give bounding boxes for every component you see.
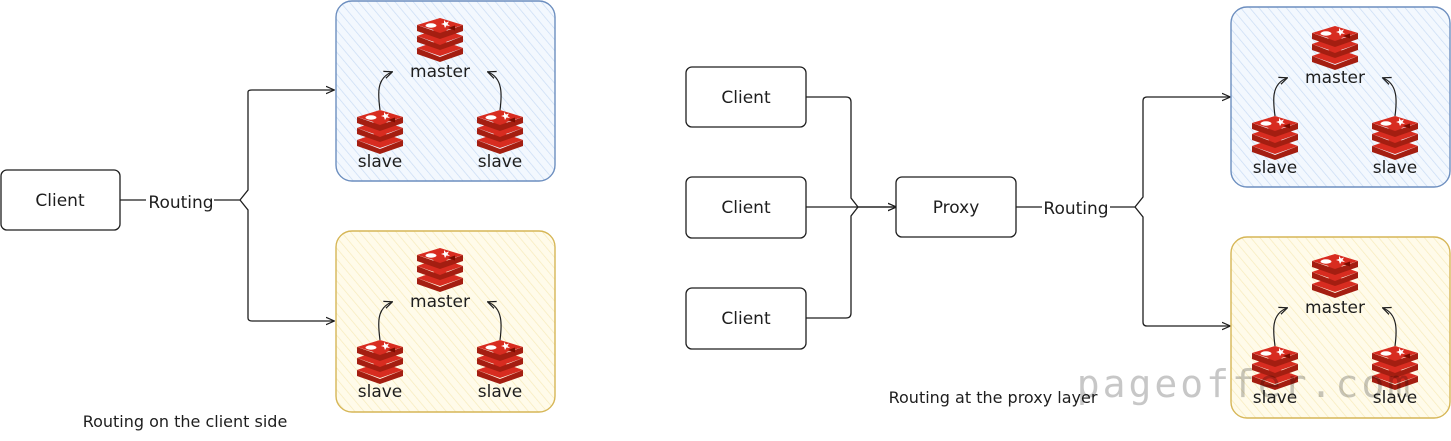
master-label: master bbox=[1305, 68, 1365, 88]
slave-redis-icon bbox=[1372, 116, 1418, 160]
master-label: master bbox=[410, 292, 470, 312]
client-box-3: Client bbox=[685, 287, 807, 350]
client-box: Client bbox=[0, 169, 121, 231]
slave-label: slave bbox=[1373, 158, 1418, 178]
slave-label: slave bbox=[1373, 388, 1418, 408]
redis-cluster-1: master slave slave bbox=[335, 0, 556, 182]
watermark: pageoffer.com bbox=[1077, 362, 1413, 406]
client-box-2: Client bbox=[685, 176, 807, 239]
client-3-to-proxy-line bbox=[806, 206, 859, 319]
client-label: Client bbox=[721, 309, 771, 329]
client-label: Client bbox=[35, 191, 85, 211]
replication-arrow bbox=[1273, 78, 1287, 117]
replication-arrow bbox=[1383, 308, 1397, 347]
route-to-cluster-2-arrow bbox=[1134, 206, 1230, 326]
routing-label: Routing bbox=[148, 193, 213, 213]
slave-label: slave bbox=[1253, 158, 1298, 178]
master-redis-icon bbox=[1312, 26, 1358, 70]
redis-cluster-2: master slave slave bbox=[335, 230, 556, 413]
right-diagram: Client Client Client Proxy Routing maste… bbox=[685, 6, 1451, 419]
master-redis-icon bbox=[1312, 254, 1358, 298]
proxy-label: Proxy bbox=[933, 198, 980, 218]
slave-label: slave bbox=[478, 152, 523, 172]
replication-arrow bbox=[488, 72, 502, 111]
slave-label: slave bbox=[478, 382, 523, 402]
slave-redis-icon bbox=[477, 110, 523, 154]
slave-label: slave bbox=[358, 382, 403, 402]
slave-redis-icon bbox=[1252, 116, 1298, 160]
routing-label: Routing bbox=[1043, 199, 1108, 219]
master-redis-icon bbox=[417, 248, 463, 292]
route-to-cluster-1-arrow bbox=[214, 90, 334, 201]
slave-redis-icon bbox=[477, 340, 523, 384]
slave-redis-icon bbox=[357, 110, 403, 154]
route-to-cluster-1-arrow bbox=[1110, 97, 1230, 208]
slave-label: slave bbox=[1253, 388, 1298, 408]
redis-cluster-2: master slave slave bbox=[1230, 236, 1451, 419]
master-redis-icon bbox=[417, 18, 463, 62]
client-label: Client bbox=[721, 88, 771, 108]
replication-arrow bbox=[378, 302, 392, 341]
right-caption: Routing at the proxy layer bbox=[889, 388, 1098, 407]
proxy-box: Proxy bbox=[895, 176, 1017, 238]
left-diagram: Client Routing master slave slave master… bbox=[0, 0, 556, 431]
slave-redis-icon bbox=[357, 340, 403, 384]
slave-label: slave bbox=[358, 152, 403, 172]
master-label: master bbox=[410, 62, 470, 82]
left-caption: Routing on the client side bbox=[83, 412, 288, 431]
client-label: Client bbox=[721, 198, 771, 218]
replication-arrow bbox=[488, 302, 502, 341]
route-to-cluster-2-arrow bbox=[239, 199, 334, 321]
replication-arrow bbox=[1273, 308, 1287, 347]
redis-cluster-1: master slave slave bbox=[1230, 6, 1451, 188]
client-box-1: Client bbox=[685, 66, 807, 128]
master-label: master bbox=[1305, 298, 1365, 318]
replication-arrow bbox=[1383, 78, 1397, 117]
replication-arrow bbox=[378, 72, 392, 111]
client-1-to-proxy-arrow bbox=[806, 96, 896, 207]
